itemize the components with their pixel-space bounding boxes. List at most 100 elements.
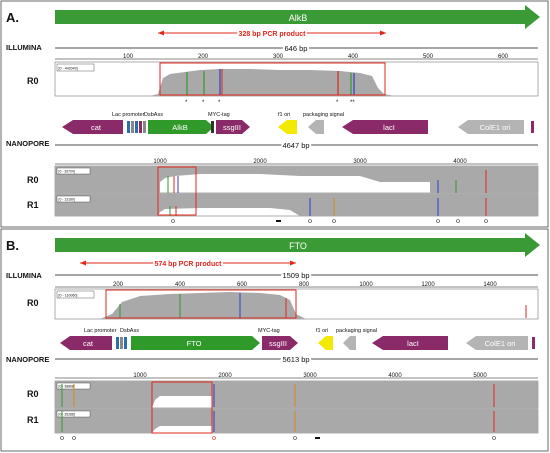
svg-text:600: 600	[498, 54, 509, 60]
plasmid-map-a: cat Lac promoter DsbAss AlkB MYC-tag ssg…	[62, 112, 534, 134]
illumina-r0-range: [0 - 442049]	[59, 67, 78, 71]
panel-b-label: B.	[6, 238, 19, 253]
svg-text:ssgIII: ssgIII	[223, 123, 241, 132]
svg-text:*: *	[202, 100, 205, 106]
svg-text:**: **	[350, 100, 355, 106]
svg-text:4000: 4000	[388, 373, 402, 379]
svg-text:ColE1 ori: ColE1 ori	[485, 339, 516, 348]
svg-text:800: 800	[299, 282, 310, 288]
svg-text:400: 400	[348, 54, 359, 60]
feature-myc-label: MYC-tag	[208, 112, 230, 118]
illumina-r0-asterisks: *** ***	[185, 100, 355, 106]
nanopore-length: 4647 bp	[282, 141, 309, 150]
nanopore-label-b: NANOPORE	[6, 355, 49, 364]
svg-text:4000: 4000	[453, 159, 467, 165]
np-r1-coverage-b	[55, 409, 538, 433]
illumina-r0-label: R0	[27, 76, 39, 86]
svg-text:1400: 1400	[483, 282, 497, 288]
svg-text:*: *	[336, 100, 339, 106]
svg-text:f1 ori: f1 ori	[316, 328, 328, 334]
np-a-markers	[171, 219, 488, 223]
np-r0-variants	[167, 170, 487, 193]
illumina-r0-highlight	[159, 62, 386, 96]
svg-text:DsbAss: DsbAss	[120, 328, 139, 334]
np-r0-range-b: [0 - 38868]	[59, 385, 75, 389]
svg-text:lacI: lacI	[407, 339, 419, 348]
plasmid-map-b: cat Lac promoter DsbAss FTO MYC-tag ssgI…	[60, 328, 535, 350]
svg-text:cat: cat	[83, 339, 94, 348]
illumina-r0-coverage	[55, 69, 538, 96]
illumina-length-b: 1509 bp	[282, 271, 309, 280]
feature-cat	[62, 120, 123, 134]
np-highlight-b	[151, 381, 213, 434]
pcr-product-label-b: 574 bp PCR product	[155, 261, 223, 268]
np-b-markers	[60, 436, 496, 440]
feature-f1-ori	[278, 120, 297, 134]
panel-a-frame	[0, 0, 549, 228]
np-r1-coverage	[55, 194, 538, 216]
svg-text:*: *	[185, 100, 188, 106]
np-r0-label-b: R0	[27, 389, 39, 399]
feature-dsbass-label: DsbAss	[144, 112, 163, 118]
illumina-r0-variants	[186, 69, 355, 95]
svg-text:1000: 1000	[359, 282, 373, 288]
feature-gene-fto	[131, 336, 260, 350]
gene-arrow-label: AlkB	[289, 13, 308, 23]
svg-text:MYC-tag: MYC-tag	[258, 328, 280, 334]
svg-text:cat: cat	[91, 123, 102, 132]
illumina-ticks: 100 200 300 400 500 600	[123, 54, 509, 60]
np-r1-variants-b	[61, 411, 495, 432]
nanopore-ticks: 1000 2000 3000 4000	[153, 159, 467, 165]
np-r0-coverage-b	[55, 381, 538, 408]
svg-text:Lac promoter: Lac promoter	[84, 328, 117, 334]
nanopore-ticks-b: 1000 2000 3000 4000 5000	[133, 373, 487, 379]
np-r0-coverage	[55, 166, 538, 193]
feature-packaging-label: packaging signal	[303, 112, 344, 118]
illumina-ticks-b: 200 400 600 800 1000 1200 1400	[113, 282, 497, 288]
svg-text:5000: 5000	[473, 373, 487, 379]
panel-b-frame	[0, 228, 549, 452]
np-r1-range-b: [0 - 35288]	[59, 413, 75, 417]
svg-text:100: 100	[123, 54, 134, 60]
nanopore-length-b: 5613 bp	[282, 355, 309, 364]
svg-text:2000: 2000	[253, 159, 267, 165]
np-r0-range: [0 - 26704]	[59, 170, 75, 174]
feature-cole1-ori	[458, 120, 524, 134]
np-r0-label: R0	[27, 175, 39, 185]
nanopore-label: NANOPORE	[6, 139, 49, 148]
np-r1-label-b: R1	[27, 415, 39, 425]
svg-text:FTO: FTO	[187, 339, 202, 348]
np-r1-range: [0 - 13180]	[59, 198, 75, 202]
svg-text:1000: 1000	[133, 373, 147, 379]
svg-text:200: 200	[113, 282, 124, 288]
gene-arrow-alkb	[55, 5, 540, 29]
gene-arrow-fto	[55, 233, 540, 257]
pcr-product-label: 328 bp PCR product	[239, 31, 307, 38]
np-highlight-a	[157, 166, 197, 216]
feature-ssgiii	[216, 120, 250, 134]
svg-text:lacI: lacI	[383, 123, 395, 132]
svg-text:FTO: FTO	[289, 241, 307, 251]
panel-a-label: A.	[6, 10, 19, 25]
feature-f1-label: f1 ori	[278, 112, 290, 118]
svg-text:3000: 3000	[303, 373, 317, 379]
illumina-length: 646 bp	[285, 44, 308, 53]
feature-gene-alkb	[148, 120, 214, 134]
svg-text:packaging signal: packaging signal	[336, 328, 377, 334]
illumina-r0-coverage-b	[55, 292, 538, 319]
svg-text:1200: 1200	[421, 282, 435, 288]
svg-text:ssgIII: ssgIII	[269, 339, 287, 348]
svg-text:ColE1 ori: ColE1 ori	[480, 123, 511, 132]
svg-text:300: 300	[273, 54, 284, 60]
np-r1-variants	[169, 198, 487, 216]
svg-text:400: 400	[175, 282, 186, 288]
feature-packaging	[308, 120, 324, 134]
svg-text:500: 500	[423, 54, 434, 60]
svg-text:AlkB: AlkB	[172, 123, 187, 132]
illumina-r0-highlight-b	[105, 289, 297, 319]
feature-lac-promoter-label: Lac promoter	[112, 112, 145, 118]
illumina-label-b: ILLUMINA	[6, 271, 42, 280]
np-r1-label: R1	[27, 200, 39, 210]
svg-text:600: 600	[237, 282, 248, 288]
